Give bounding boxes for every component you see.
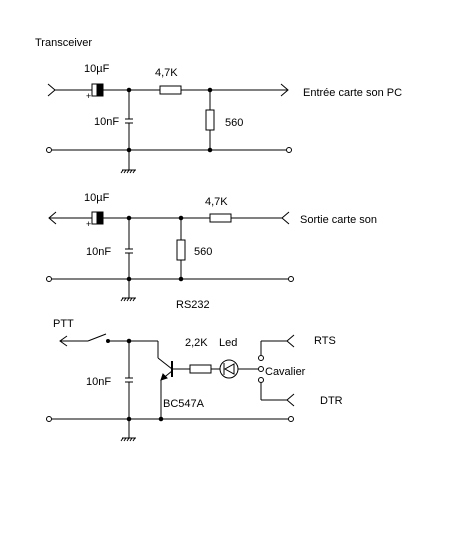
dtr-label: DTR xyxy=(320,395,343,407)
resistor-560-2 xyxy=(176,239,186,261)
res-4k7-label-2: 4,7K xyxy=(205,196,228,208)
input-arrow-1 xyxy=(47,83,56,97)
resistor-560-1 xyxy=(205,109,215,131)
ptt-label: PTT xyxy=(53,318,74,330)
output-label-1: Entrée carte son PC xyxy=(303,87,402,99)
terminal-2-left xyxy=(46,276,52,282)
output-arrow-1 xyxy=(280,83,289,97)
transistor-label: BC547A xyxy=(163,398,205,410)
plus-sign-1: + xyxy=(86,91,91,101)
ground-icon-1 xyxy=(120,150,136,174)
capacitor-10nf-1 xyxy=(125,118,133,124)
terminal-3-left xyxy=(46,416,52,422)
section-ptt-control: PTT 10nF BC547A 2,2K xyxy=(46,318,343,442)
resistor-2k2 xyxy=(189,364,212,374)
rts-label: RTS xyxy=(314,335,336,347)
led-icon xyxy=(219,359,239,379)
cap-10uf-label-2: 10µF xyxy=(84,192,110,204)
cap-10nf-label-3: 10nF xyxy=(86,376,111,388)
section-receive-path: Transceiver + 10µF 4,7K Entrée carte son… xyxy=(35,37,402,174)
terminal-1-left xyxy=(46,147,52,153)
output-label-2: Sortie carte son xyxy=(300,214,377,226)
led-label: Led xyxy=(219,337,237,349)
electrolytic-capacitor-2: + xyxy=(86,211,104,229)
cap-10nf-label-1: 10nF xyxy=(94,116,119,128)
dtr-arrow xyxy=(286,393,295,407)
ground-icon-3 xyxy=(120,419,136,442)
electrolytic-capacitor-1: + xyxy=(86,83,104,101)
cavalier-label: Cavalier xyxy=(265,366,306,378)
plus-sign-2: + xyxy=(86,219,91,229)
terminal-1-right xyxy=(286,147,292,153)
rs232-label: RS232 xyxy=(176,299,210,311)
cap-10uf-label-1: 10µF xyxy=(84,63,110,75)
resistor-4k7-2 xyxy=(209,213,232,223)
ground-icon-2 xyxy=(120,279,136,302)
capacitor-10nf-3 xyxy=(125,377,133,383)
rts-arrow xyxy=(286,334,295,348)
cap-10nf-label-2: 10nF xyxy=(86,246,111,258)
transistor-icon xyxy=(157,341,173,419)
res-560-label-2: 560 xyxy=(194,246,212,258)
res-4k7-label-1: 4,7K xyxy=(155,67,178,79)
ptt-switch-icon xyxy=(87,333,110,343)
input-arrow-2 xyxy=(281,211,290,225)
res-560-label-1: 560 xyxy=(225,117,243,129)
jumper-icon xyxy=(258,355,264,383)
terminal-3-right xyxy=(288,416,294,422)
res-2k2-label: 2,2K xyxy=(185,337,208,349)
section-transmit-path: + 10µF 4,7K Sortie carte son 10nF 560 xyxy=(46,192,377,311)
terminal-2-right xyxy=(288,276,294,282)
transceiver-label: Transceiver xyxy=(35,37,92,49)
capacitor-10nf-2 xyxy=(125,248,133,254)
resistor-4k7-1 xyxy=(159,85,182,95)
